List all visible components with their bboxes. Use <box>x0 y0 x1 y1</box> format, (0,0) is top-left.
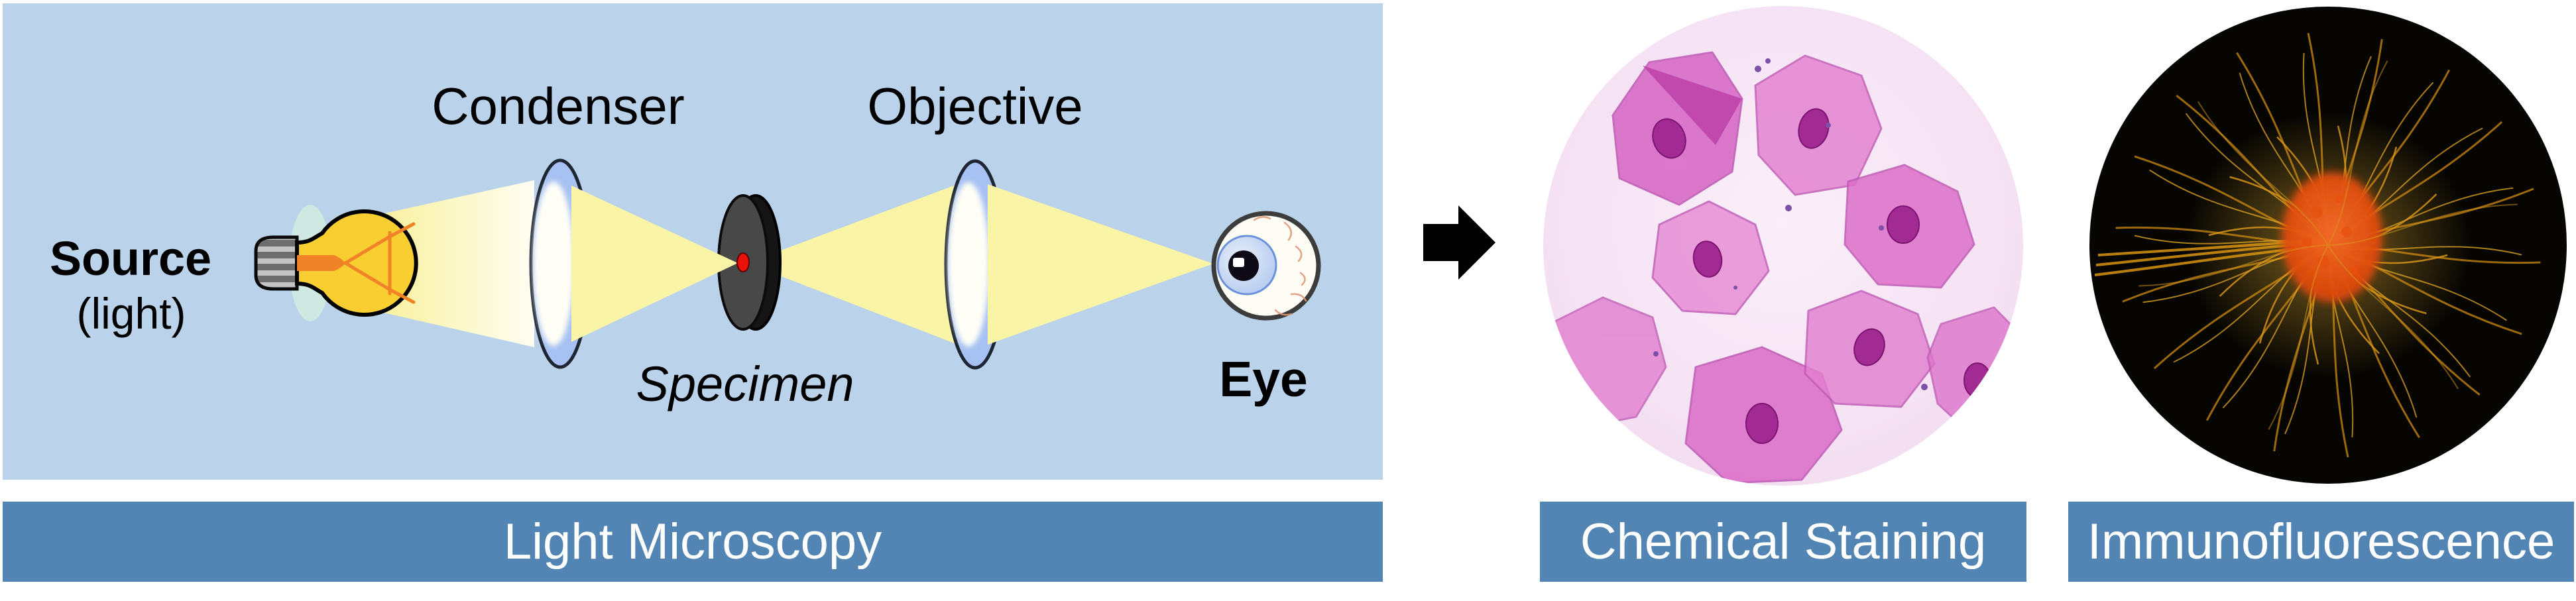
stain-speckles <box>1653 58 1928 390</box>
specimen-label: Specimen <box>636 356 854 411</box>
light-beam-specimen-to-objective <box>747 183 961 346</box>
source-label: Source <box>49 233 212 286</box>
objective-label: Objective <box>867 77 1083 135</box>
cell-nuclei <box>1652 108 1991 444</box>
eye-veins <box>1253 216 1307 316</box>
light-beam-source-to-condenser <box>373 180 534 347</box>
chemical-staining-micrograph <box>1543 6 2023 486</box>
light-bulb <box>254 209 418 317</box>
light-microscopy-caption-banner: Light Microscopy <box>3 502 1383 582</box>
light-beam-objective-to-eye <box>988 184 1213 345</box>
source-sublabel: (light) <box>76 289 186 338</box>
chemical-staining-caption-banner: Chemical Staining <box>1540 502 2026 582</box>
eye-highlight <box>1233 258 1244 267</box>
immunofluorescence-micrograph <box>2089 7 2567 484</box>
immunofluorescence-caption-banner: Immunofluorescence <box>2068 502 2574 582</box>
flow-arrow-icon <box>1423 205 1495 280</box>
light-microscopy-panel <box>3 3 1383 480</box>
specimen-dot <box>736 252 750 272</box>
immunofluorescence-caption: Immunofluorescence <box>2087 513 2555 570</box>
fluor-nucleus-spots <box>2302 195 2358 275</box>
chemical-staining-caption: Chemical Staining <box>1580 513 1987 570</box>
eye-label: Eye <box>1219 351 1308 407</box>
light-beam-condenser-to-specimen <box>571 186 738 342</box>
bulb-filament <box>297 222 416 304</box>
eye-illustration <box>1211 211 1321 321</box>
condenser-label: Condenser <box>432 77 685 135</box>
light-microscopy-caption: Light Microscopy <box>503 513 882 570</box>
